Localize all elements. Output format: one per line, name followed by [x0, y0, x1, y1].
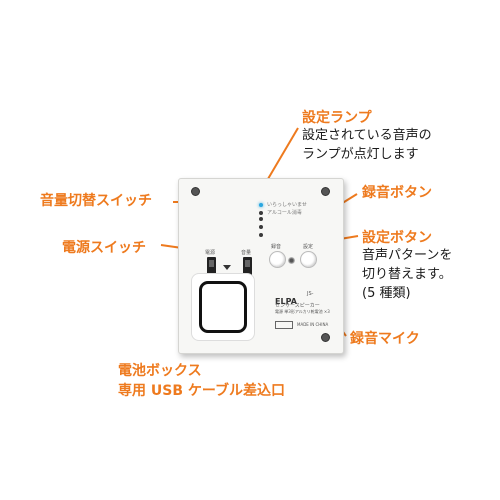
battery-box[interactable]: [191, 273, 255, 341]
screw-icon: [321, 333, 330, 342]
setting-callout-desc-2: 切り替えます。: [362, 267, 452, 282]
lamp-item-label: いらっしゃいませ: [267, 202, 307, 208]
power-callout-title: 電源スイッチ: [62, 240, 146, 256]
record-button-callout-title: 録音ボタン: [362, 185, 432, 201]
setting-callout-desc-3: (5 種類): [362, 286, 411, 301]
power-switch[interactable]: [207, 257, 216, 279]
volume-callout-title: 音量切替スイッチ: [40, 193, 152, 209]
spec-text: 電源 単3形アルカリ乾電池 ×3: [275, 309, 330, 314]
screw-icon: [191, 187, 200, 196]
origin-text: MADE IN CHINA: [297, 322, 329, 327]
lamp-item: [259, 217, 267, 221]
product-name: センサースピーカー: [275, 303, 320, 309]
lamp-callout-desc-2: ランプが点灯します: [302, 147, 419, 162]
screw-icon: [321, 187, 330, 196]
record-mic: [288, 257, 295, 264]
model-number: JS-: [307, 291, 314, 297]
lamp-off-icon: [259, 225, 263, 229]
lamp-item: [259, 233, 267, 237]
record-button[interactable]: [269, 251, 286, 268]
setting-button[interactable]: [300, 251, 317, 268]
setting-callout-desc-1: 音声パターンを: [362, 248, 453, 263]
lamp-item: [259, 225, 267, 229]
lamp-callout-desc-1: 設定されている音声の: [302, 128, 432, 143]
lamp-item-label: アルコール消毒: [267, 210, 302, 216]
lamp-callout-title: 設定ランプ: [302, 110, 372, 126]
lamp-item: いらっしゃいませ: [259, 201, 307, 208]
battery-callout-title-2: 専用 USB ケーブル差込口: [118, 383, 286, 399]
sensor-speaker-panel: いらっしゃいませ アルコール消毒 電源 切 入 音量 大 小 録音 設定 ELP…: [178, 178, 344, 354]
lamp-off-icon: [259, 217, 263, 221]
product-label: ELPA JS- センサースピーカー 電源 単3形アルカリ乾電池 ×3 MADE…: [275, 289, 331, 335]
setting-button-label: 設定: [303, 244, 314, 250]
lamp-item: アルコール消毒: [259, 209, 302, 216]
volume-switch-label: 音量: [241, 250, 252, 256]
arrow-down-icon: [223, 265, 231, 270]
lamp-on-icon: [259, 202, 263, 207]
battery-cover[interactable]: [199, 281, 247, 333]
record-button-label: 録音: [271, 244, 282, 250]
battery-callout-title-1: 電池ボックス: [118, 363, 202, 379]
lamp-leader-line: [264, 127, 299, 185]
setting-callout-title: 設定ボタン: [362, 230, 432, 246]
lamp-off-icon: [259, 233, 263, 237]
model-box: [275, 321, 293, 329]
mic-callout-title: 録音マイク: [350, 331, 420, 347]
power-switch-label: 電源: [205, 250, 216, 256]
volume-switch[interactable]: [243, 257, 252, 279]
brand-logo: ELPA: [275, 297, 297, 306]
lamp-off-icon: [259, 210, 263, 215]
